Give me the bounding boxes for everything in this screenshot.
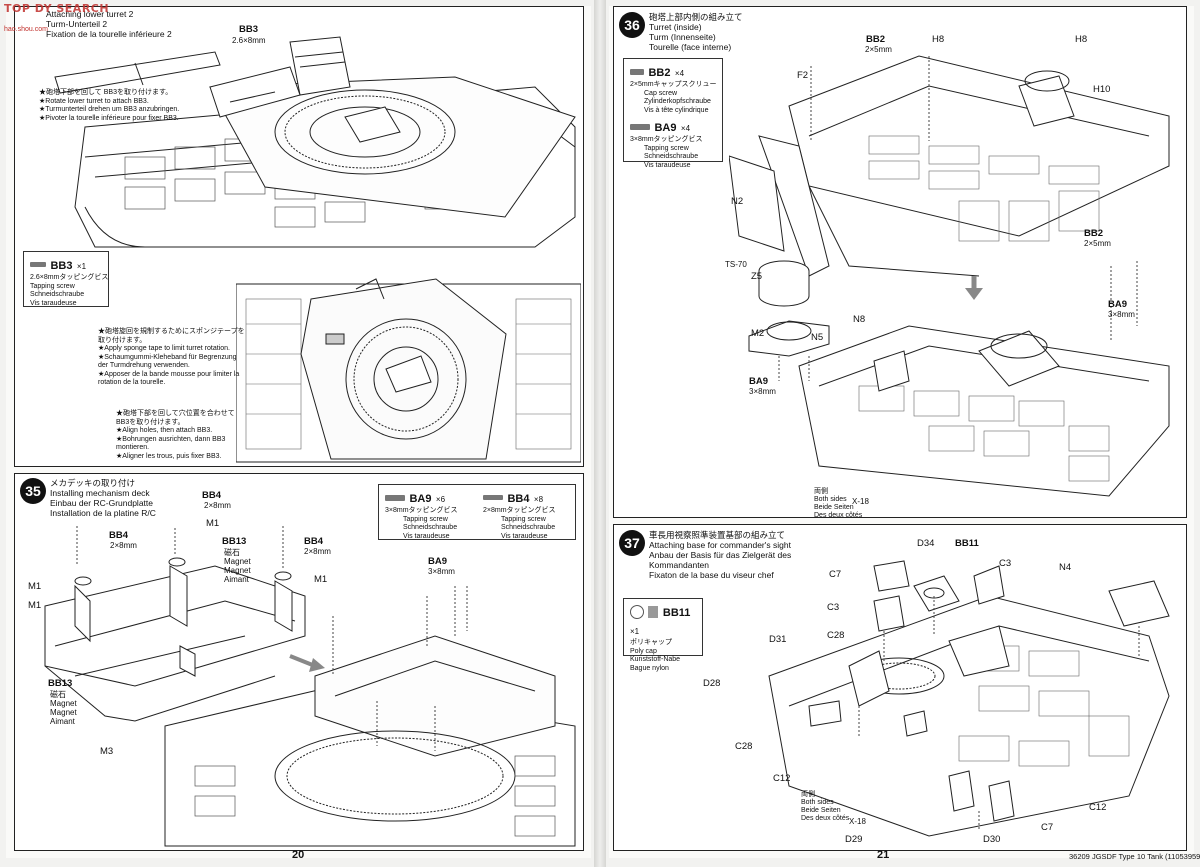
label-bb4-right-size: 2×8mm: [304, 547, 331, 556]
step34-legend-bb3: BB3 ×1 2.6×8mmタッピングビス Tapping screw Schn…: [23, 251, 109, 307]
label-bb4-left-size: 2×8mm: [110, 541, 137, 550]
label-m1-b: M1: [314, 574, 328, 585]
label-c3-a: C3: [999, 558, 1012, 569]
step37-both-sides: 両側 Both sides Beide Seiten Des deux côté…: [801, 791, 850, 822]
label-m1-a: M1: [206, 518, 220, 529]
label-d31: D31: [769, 634, 787, 645]
label-bb4-left: BB4: [109, 530, 129, 541]
page-gutter: [594, 0, 606, 867]
label-n2: N2: [731, 196, 744, 207]
label-bb11: BB11: [955, 538, 979, 549]
label-n8: N8: [853, 314, 866, 325]
label-c7-b: C7: [1041, 822, 1054, 833]
label-c12-b: C12: [1089, 802, 1107, 813]
watermark-logo: TOP DY SEARCH: [4, 2, 110, 15]
label-bb3: BB3: [239, 24, 259, 35]
legend-bb4: BB4 ×8 2×8mmタッピングビス Tapping screw Schnei…: [483, 493, 556, 540]
label-bb13-b-desc: 磁石 Magnet Magnet Aimant: [50, 690, 77, 726]
label-bb13-a-desc: 磁石 Magnet Magnet Aimant: [224, 548, 251, 584]
label-d34: D34: [917, 538, 935, 549]
label-c28-a: C28: [827, 630, 845, 641]
screw-icon: [630, 123, 650, 130]
label-ts70: TS-70: [725, 260, 747, 269]
step36-number: 36: [619, 12, 645, 38]
screw-icon: [30, 262, 46, 268]
label-bb4-top-size: 2×8mm: [204, 501, 231, 510]
step34-lower-detail-drawing: [236, 278, 581, 463]
step34-title: Attaching lower turret 2 Turm-Unterteil …: [46, 9, 172, 39]
label-bb13-a: BB13: [222, 536, 247, 547]
label-bb3-size: 2.6×8mm: [232, 36, 266, 45]
label-ba9-right-size: 3×8mm: [1108, 310, 1135, 319]
polycap-icon: [630, 604, 644, 619]
page-number-21: 21: [877, 849, 890, 861]
label-c28-b: C28: [735, 741, 753, 752]
label-bb2-top: BB2: [866, 34, 886, 45]
page-number-20: 20: [292, 849, 305, 861]
label-bb4-right: BB4: [304, 536, 324, 547]
label-bb2-bottom: BB2: [1084, 228, 1104, 239]
step36-legend: BB2 ×4 2×5mmキャップスクリュー Cap screw Zylinder…: [623, 58, 723, 169]
label-c7-a: C7: [829, 569, 842, 580]
label-x18-b: X-18: [849, 817, 866, 826]
label-m1-d: M1: [28, 600, 42, 611]
label-ba9-right: BA9: [1108, 299, 1128, 310]
label-f2: F2: [797, 70, 809, 81]
step37-drawing: [768, 560, 1170, 837]
step37-number: 37: [619, 530, 645, 556]
label-m1-c: M1: [28, 581, 42, 592]
polycap-side-icon: [648, 605, 659, 618]
label-bb4-top: BB4: [202, 490, 222, 501]
label-d30: D30: [983, 834, 1001, 845]
step36-both-sides: 両側 Both sides Beide Seiten Des deux côté…: [814, 488, 863, 519]
step35-drawing: [44, 526, 576, 847]
label-m3: M3: [100, 746, 114, 757]
step36-drawing: [729, 55, 1170, 497]
step35-legend: BA9 ×6 3×8mmタッピングビス Tapping screw Schnei…: [378, 484, 576, 540]
label-h8-b: H8: [1075, 34, 1088, 45]
label-d29: D29: [845, 834, 863, 845]
step36-title: 砲塔上部内側の組み立て Turret (inside) Turm (Innens…: [649, 12, 743, 52]
screw-icon: [483, 495, 503, 501]
label-x18-a: X-18: [852, 497, 869, 506]
label-z5: Z5: [751, 271, 763, 282]
label-bb13-b: BB13: [48, 678, 73, 689]
label-ba9-left-size: 3×8mm: [749, 387, 776, 396]
step34-upper-tank-drawing: [54, 36, 576, 248]
step37-title: 車長用視察照準装置基部の組み立て Attaching base for comm…: [649, 530, 792, 580]
label-h8-a: H8: [932, 34, 945, 45]
page-21: 36 砲塔上部内側の組み立て Turret (inside) Turm (Inn…: [609, 6, 1200, 861]
label-bb2-top-size: 2×5mm: [865, 45, 892, 54]
label-n5: N5: [811, 332, 824, 343]
step34-note-sponge: ★砲塔旋回を規制するためにスポンジテープを 取り付けます。 ★Apply spo…: [98, 328, 245, 386]
step35-title: メカデッキの取り付け Installing mechanism deck Ein…: [50, 478, 156, 518]
label-h10: H10: [1093, 84, 1111, 95]
label-n4: N4: [1059, 562, 1072, 573]
screw-icon: [385, 494, 405, 501]
legend-ba9: BA9 ×6 3×8mmタッピングビス Tapping screw Schnei…: [385, 493, 458, 540]
page-20: Attaching lower turret 2 Turm-Unterteil …: [6, 6, 591, 861]
label-ba9-size: 3×8mm: [428, 567, 455, 576]
step34-note-align: ★砲塔下部を回して穴位置を合わせて BB3を取り付けます。 ★Align hol…: [116, 410, 235, 460]
watermark-site: hao.shou.com: [4, 26, 48, 33]
page-footer: 36209 JGSDF Type 10 Tank (11053959): [1069, 852, 1200, 861]
step35-number: 35: [20, 478, 46, 504]
label-ba9: BA9: [428, 556, 448, 567]
label-c3-b: C3: [827, 602, 840, 613]
step37-legend: BB11 ×1 ポリキャップ Poly cap Kunststoff-Nabe …: [623, 598, 703, 672]
step34-note-rotate: ★砲塔下部を回して BB3を取り付けます。 ★Rotate lower turr…: [39, 89, 180, 122]
label-c12-a: C12: [773, 773, 791, 784]
label-bb2-bottom-size: 2×5mm: [1084, 239, 1111, 248]
screw-icon: [630, 68, 644, 75]
label-ba9-left: BA9: [749, 376, 769, 387]
label-m2: M2: [751, 328, 765, 339]
label-d28: D28: [703, 678, 721, 689]
